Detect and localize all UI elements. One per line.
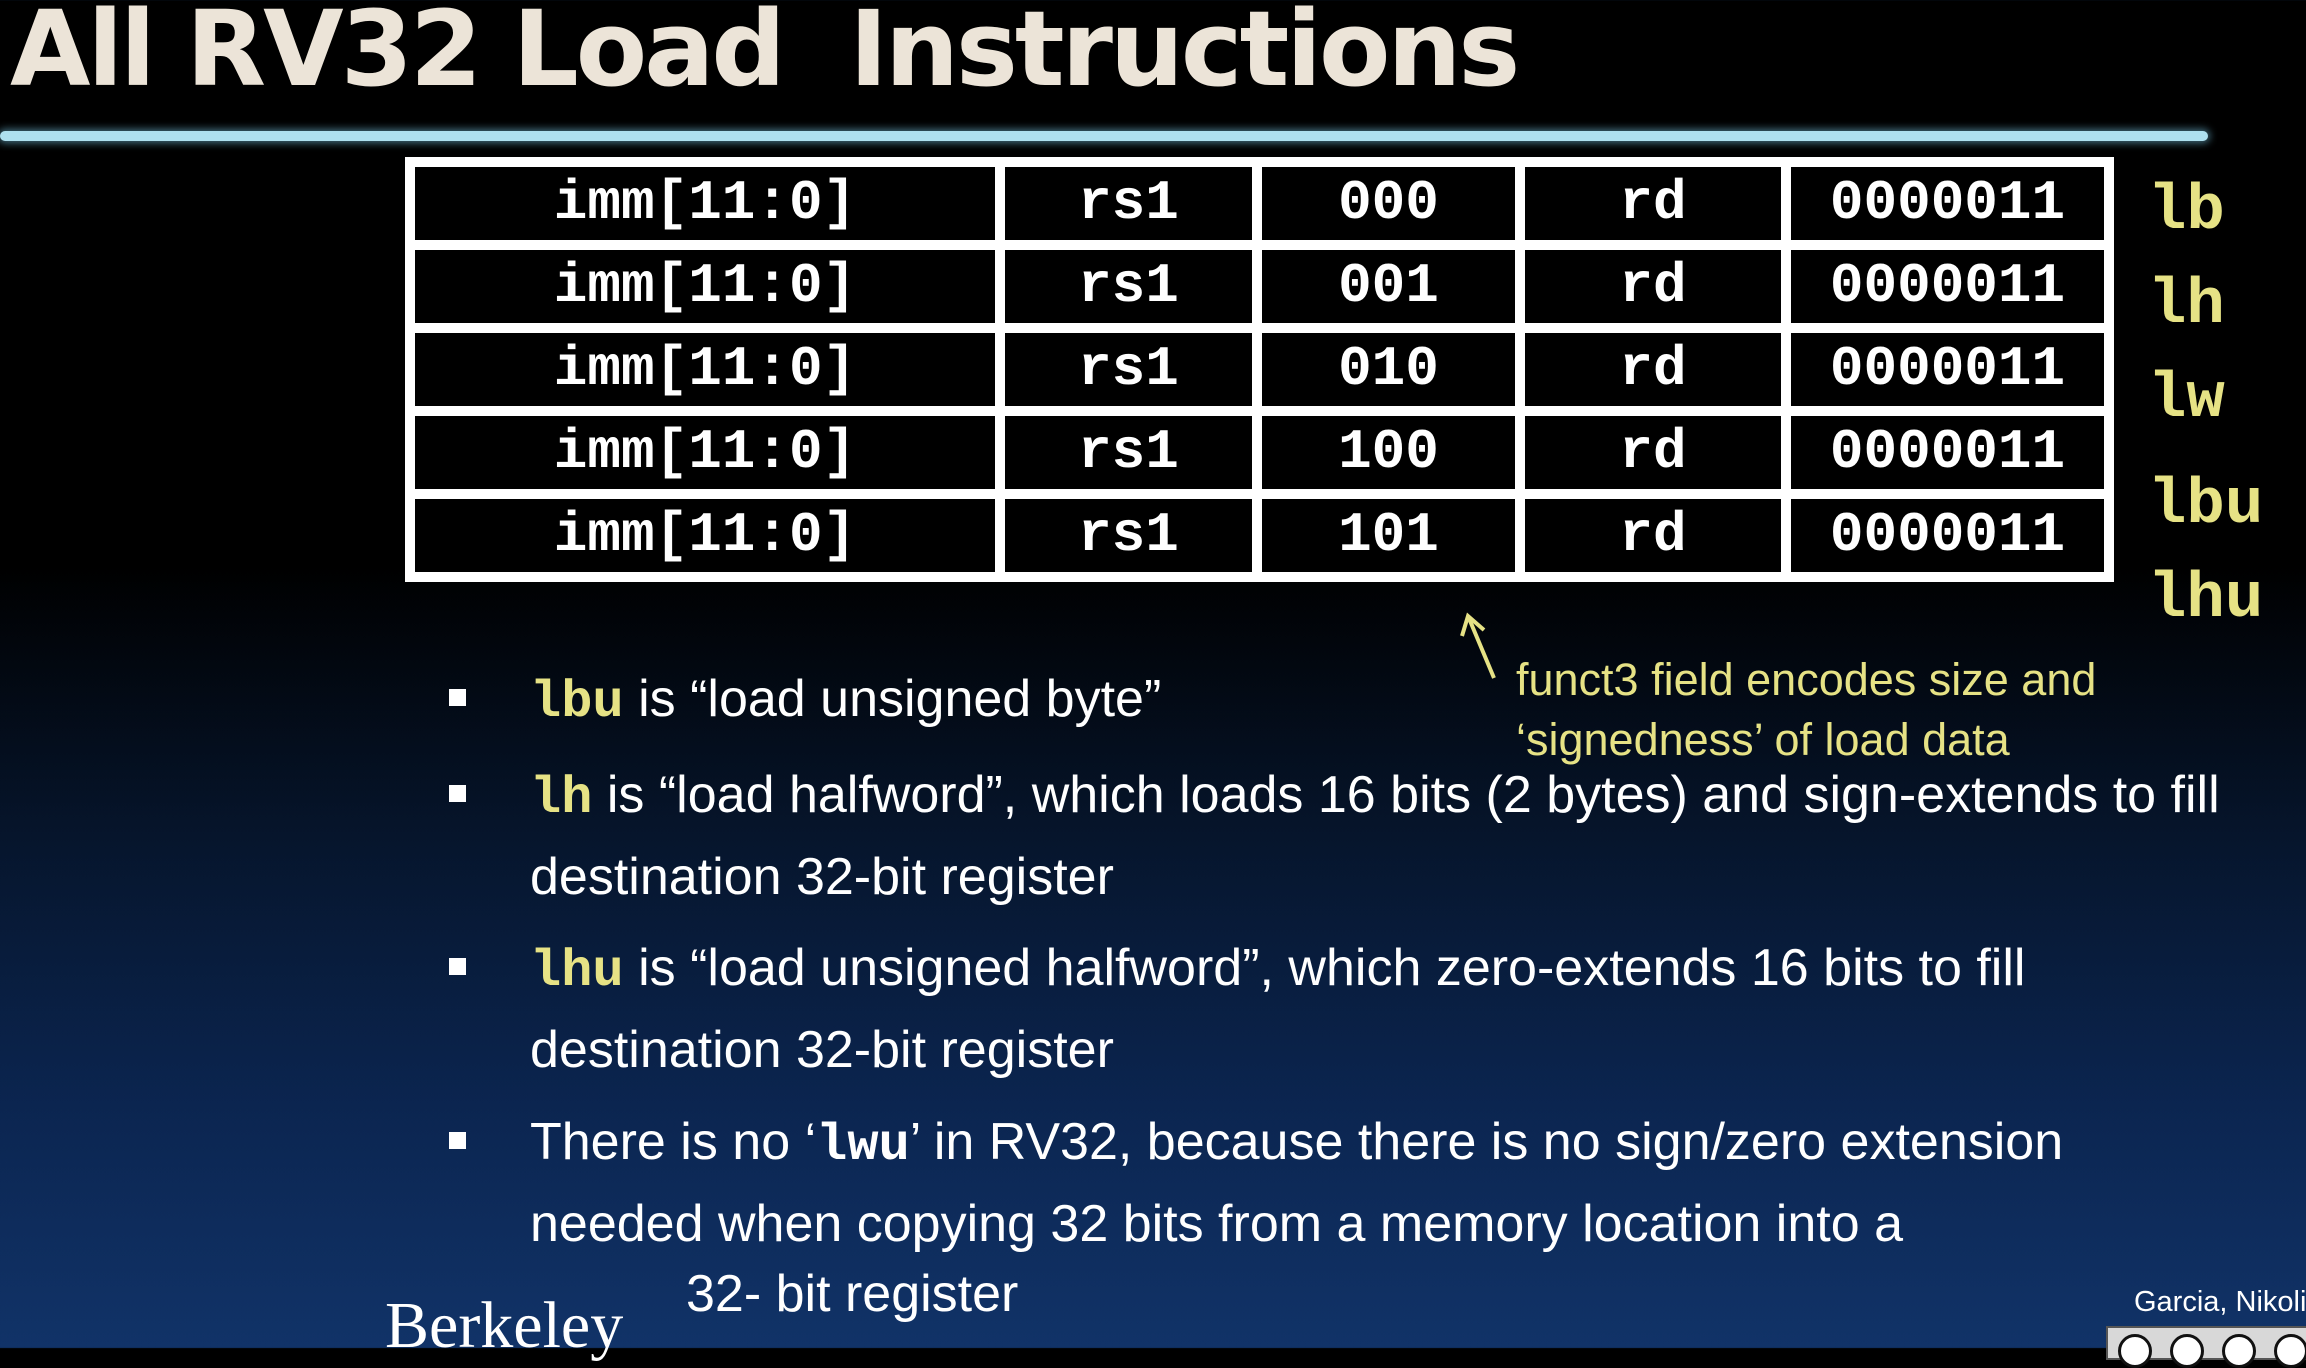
- opcode-cell: 0000011: [1791, 250, 2104, 323]
- encoding-table: imm[11:0] rs1 000 rd 0000011 imm[11:0] r…: [405, 157, 2114, 582]
- rs1-cell: rs1: [1005, 250, 1252, 323]
- title-underline: [0, 131, 2208, 141]
- slide-title: All RV32 Load Instructions: [10, 0, 1520, 110]
- table-row: imm[11:0] rs1 100 rd 0000011: [415, 416, 2104, 489]
- bullet-lbu: lbu is “load unsigned byte”: [530, 660, 2250, 742]
- table-row: imm[11:0] rs1 010 rd 0000011: [415, 333, 2104, 406]
- rs1-cell: rs1: [1005, 167, 1252, 240]
- rd-cell: rd: [1525, 333, 1781, 406]
- table-row: imm[11:0] rs1 000 rd 0000011: [415, 167, 2104, 240]
- funct3-cell: 001: [1262, 250, 1515, 323]
- bullet-code: lbu: [530, 673, 624, 732]
- rd-cell: rd: [1525, 250, 1781, 323]
- bullet-text: is “load unsigned byte”: [623, 670, 1162, 728]
- table-row: imm[11:0] rs1 001 rd 0000011: [415, 250, 2104, 323]
- sa-icon: [2274, 1334, 2306, 1368]
- rs1-cell: rs1: [1005, 333, 1252, 406]
- mnemonic-lw: lw: [2148, 364, 2225, 436]
- bullet-lhu: lhu is “load unsigned halfword”, which z…: [530, 929, 2250, 1089]
- mnemonic-lh: lh: [2148, 270, 2225, 342]
- bullet-text: There is no ‘: [530, 1113, 817, 1171]
- bullet-marker: [449, 689, 466, 706]
- berkeley-logo: Berkeley: [385, 1289, 624, 1362]
- imm-cell: imm[11:0]: [415, 416, 995, 489]
- table-row: imm[11:0] rs1 101 rd 0000011: [415, 499, 2104, 572]
- bullet-code: lh: [530, 769, 593, 828]
- rs1-cell: rs1: [1005, 499, 1252, 572]
- rd-cell: rd: [1525, 167, 1781, 240]
- mnemonic-lbu: lbu: [2148, 470, 2264, 542]
- cc-icon: [2118, 1334, 2152, 1368]
- opcode-cell: 0000011: [1791, 333, 2104, 406]
- bullet-marker: [449, 958, 466, 975]
- author-credit: Garcia, Nikolić: [2134, 1286, 2306, 1318]
- imm-cell: imm[11:0]: [415, 333, 995, 406]
- bullet-lh: lh is “load halfword”, which loads 16 bi…: [530, 756, 2250, 916]
- opcode-cell: 0000011: [1791, 416, 2104, 489]
- bullet-marker: [449, 785, 466, 802]
- bullet-text: ’ in RV32, because there is no sign/zero…: [530, 1113, 2064, 1253]
- bullet-code: lwu: [816, 1116, 910, 1175]
- bullet-code: lhu: [530, 942, 624, 1001]
- imm-cell: imm[11:0]: [415, 167, 995, 240]
- annotation-arrow-icon: [1460, 612, 1496, 679]
- funct3-cell: 000: [1262, 167, 1515, 240]
- rd-cell: rd: [1525, 499, 1781, 572]
- bullet-marker: [449, 1132, 466, 1149]
- rd-cell: rd: [1525, 416, 1781, 489]
- mnemonic-lb: lb: [2148, 176, 2225, 248]
- funct3-cell: 101: [1262, 499, 1515, 572]
- bullet-lwu: There is no ‘lwu’ in RV32, because there…: [530, 1103, 2250, 1263]
- imm-cell: imm[11:0]: [415, 499, 995, 572]
- funct3-cell: 100: [1262, 416, 1515, 489]
- bullet-continuation: 32- bit register: [686, 1265, 1019, 1323]
- rs1-cell: rs1: [1005, 416, 1252, 489]
- imm-cell: imm[11:0]: [415, 250, 995, 323]
- nc-icon: [2222, 1334, 2256, 1368]
- by-icon: [2170, 1334, 2204, 1368]
- bullet-text: is “load halfword”, which loads 16 bits …: [530, 766, 2220, 906]
- opcode-cell: 0000011: [1791, 499, 2104, 572]
- bullet-text: is “load unsigned halfword”, which zero-…: [530, 939, 2026, 1079]
- opcode-cell: 0000011: [1791, 167, 2104, 240]
- creative-commons-badge-icon: [2106, 1326, 2306, 1368]
- funct3-cell: 010: [1262, 333, 1515, 406]
- mnemonic-lhu: lhu: [2148, 564, 2264, 636]
- funct3-annotation: funct3 field encodes size and ‘signednes…: [1516, 654, 2097, 765]
